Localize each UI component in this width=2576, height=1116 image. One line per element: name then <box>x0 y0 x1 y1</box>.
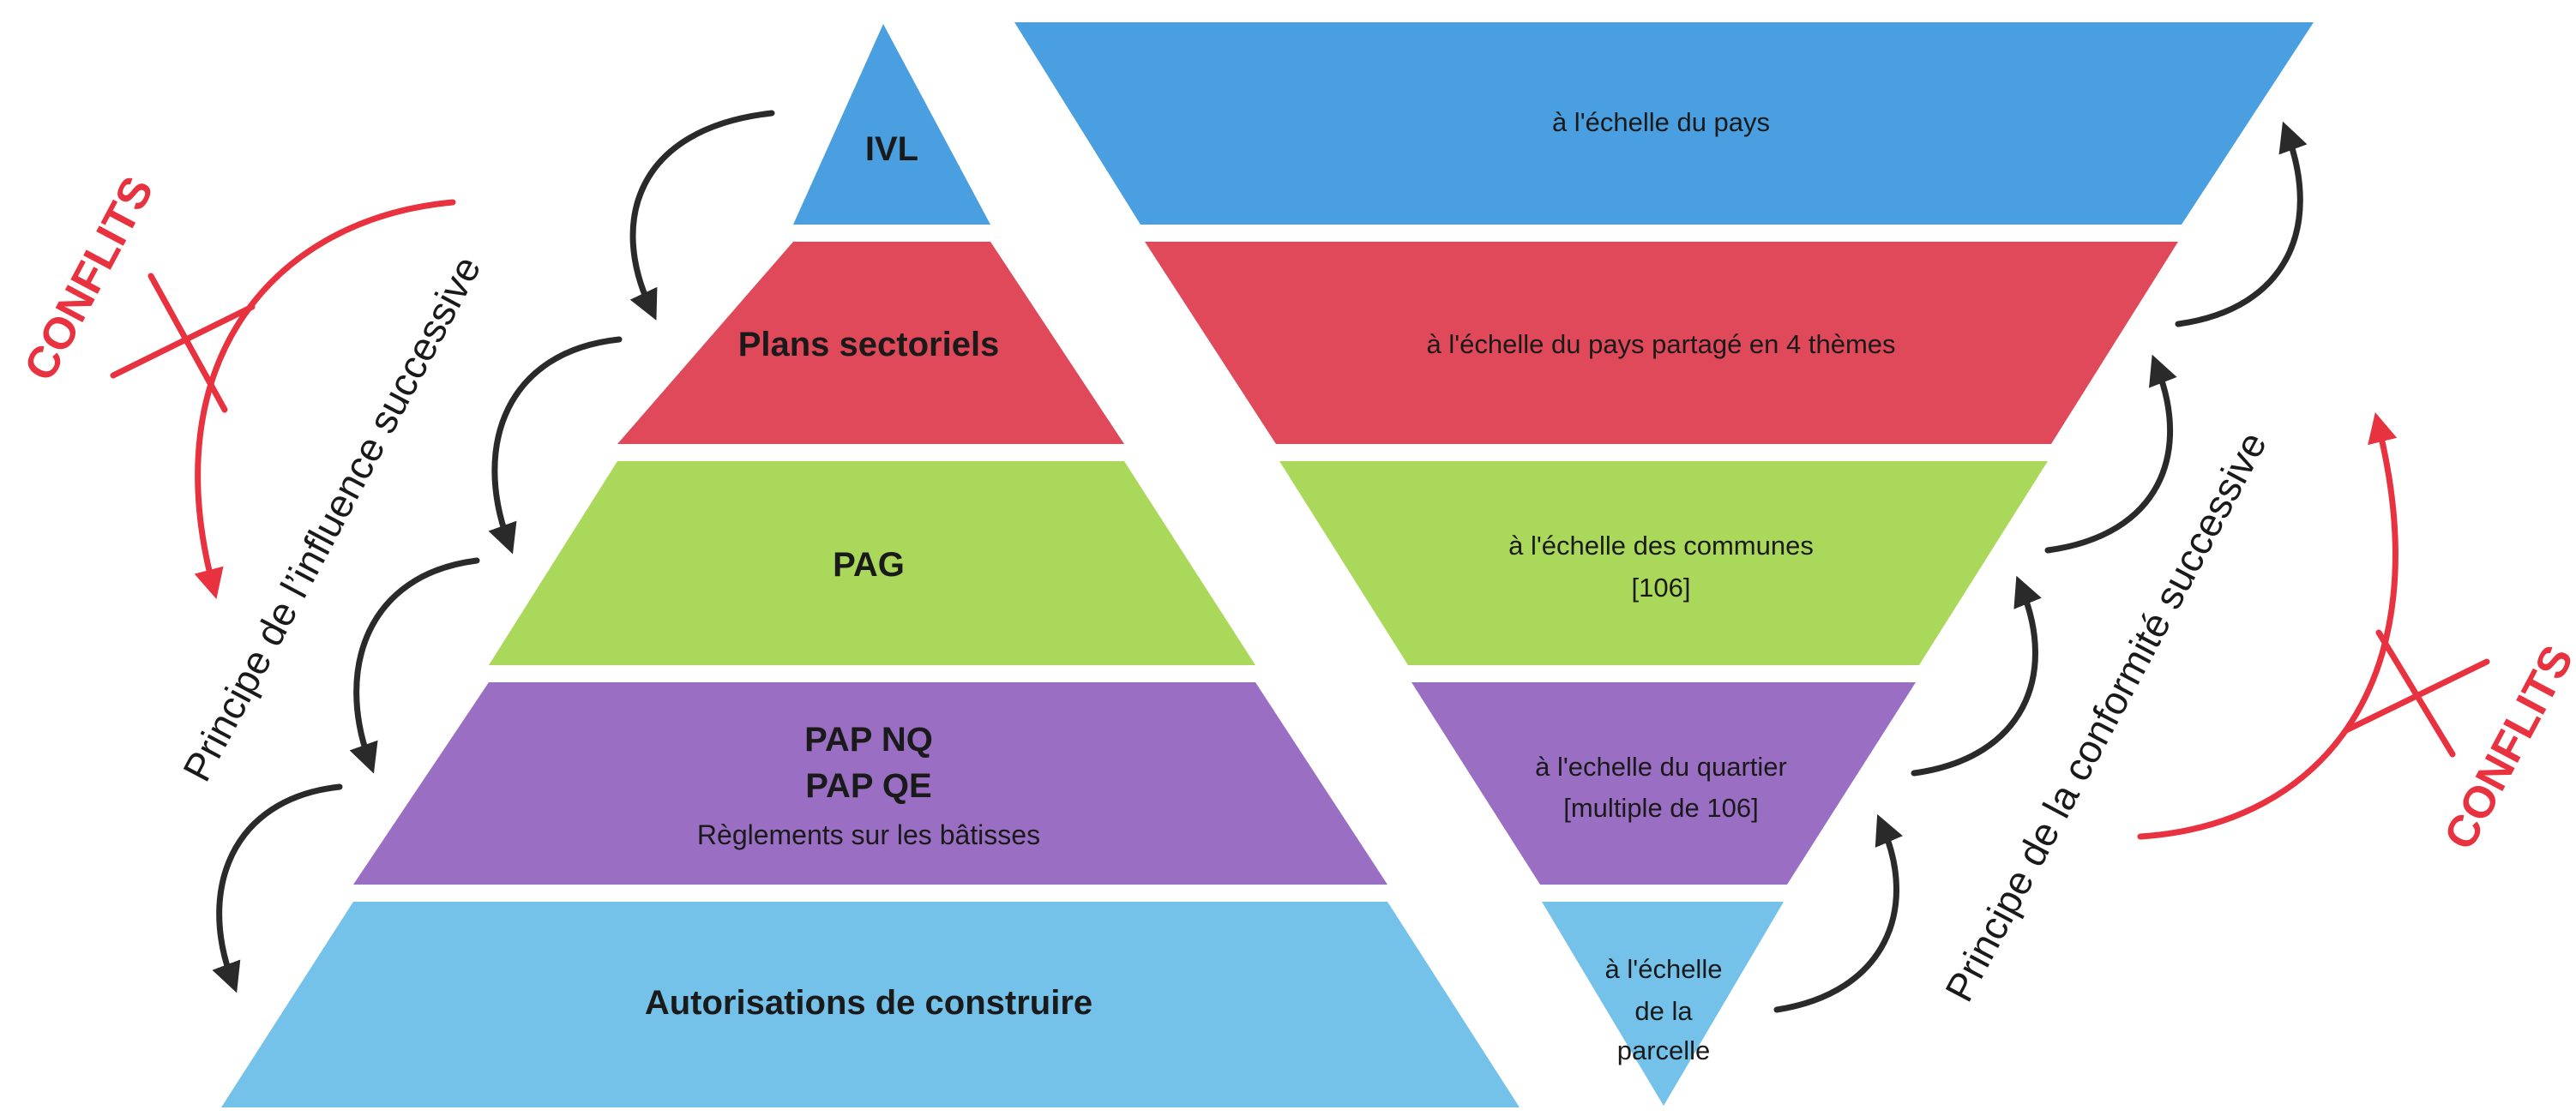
inverted-level-pays <box>1014 22 2314 225</box>
inverted-pyramid: à l'échelle du pays à l'échelle du pays … <box>1014 22 2314 1106</box>
inverted-level-communes-count: [106] <box>1632 573 1691 603</box>
inverted-level-quartier-count: [multiple de 106] <box>1563 793 1758 823</box>
pyramid-level-pap <box>353 682 1387 885</box>
flow-arrow <box>1773 813 1903 1013</box>
conflict-left-cross <box>147 273 228 413</box>
flow-arrow <box>349 557 480 774</box>
conflict-right-label: CONFLITS <box>2435 638 2576 858</box>
flow-arrow <box>2175 121 2308 327</box>
conflict-right-cross <box>2343 658 2490 734</box>
conflict-left-curve <box>194 199 456 599</box>
inverted-level-themes-text: à l'échelle du pays partagé en 4 thèmes <box>1426 329 1895 359</box>
pyramid-level-pag-title: PAG <box>833 546 905 584</box>
pyramid-level-pap-title: PAP NQ <box>804 721 933 759</box>
conformity-arrows <box>1773 121 2308 1013</box>
inverted-level-quartier-text: à l'echelle du quartier <box>1535 752 1787 782</box>
flow-arrow <box>1911 575 2042 777</box>
inverted-level-parcelle-text3: parcelle <box>1617 1035 1711 1065</box>
flow-arrow <box>488 336 623 555</box>
inverted-level-pays-text: à l'échelle du pays <box>1552 107 1770 137</box>
principle-left-label: Principe de l’influence successive <box>174 249 490 788</box>
pyramid-level-ivl <box>793 24 990 225</box>
flow-arrow <box>2044 354 2177 554</box>
pyramid-level-pap-subtitle: Règlements sur les bâtisses <box>697 819 1040 850</box>
pyramid-level-plans-sectoriels <box>617 242 1124 444</box>
pyramid-level-autorisations <box>221 902 1520 1107</box>
inverted-level-parcelle-text1: à l'échelle <box>1605 954 1723 984</box>
pyramid-level-plans-sectoriels-title: Plans sectoriels <box>738 326 1000 363</box>
inverted-level-quartier <box>1411 682 1916 885</box>
pyramid-level-pap-title2: PAP QE <box>805 767 931 805</box>
influence-arrows <box>212 110 775 993</box>
flow-arrow <box>629 110 775 321</box>
pyramid: IVL Plans sectoriels PAG PAP NQ PAP QE R… <box>221 24 1520 1107</box>
inverted-level-communes <box>1279 461 2048 665</box>
inverted-level-parcelle-text2: de la <box>1634 996 1693 1026</box>
conflict-left-cross <box>110 303 256 379</box>
pyramid-level-ivl-title: IVL <box>865 130 918 168</box>
conflict-left-label: CONFLITS <box>15 169 163 389</box>
inverted-level-parcelle <box>1542 902 1784 1106</box>
flow-arrow <box>212 783 343 993</box>
inverted-level-communes-text: à l'échelle des communes <box>1508 531 1814 561</box>
inverted-level-themes <box>1145 242 2178 444</box>
pyramid-level-pag <box>489 461 1255 665</box>
conflict-right-curve <box>2137 411 2398 840</box>
pyramid-level-autorisations-title: Autorisations de construire <box>645 984 1092 1022</box>
